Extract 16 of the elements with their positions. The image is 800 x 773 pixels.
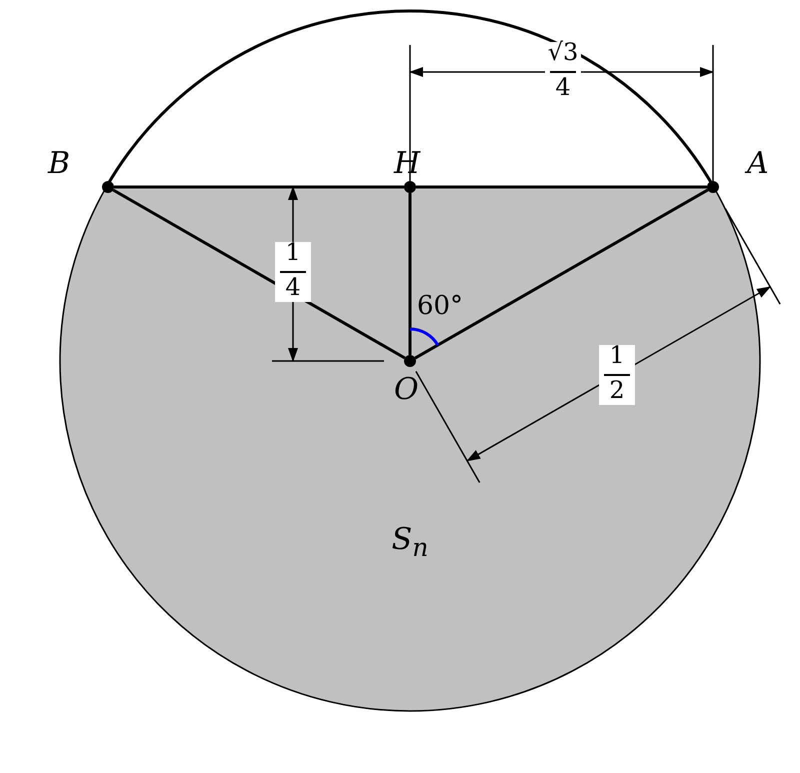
line-segment	[414, 188, 709, 360]
fraction-denominator: 4	[285, 275, 301, 299]
line-segment	[416, 186, 707, 188]
fraction-numerator: √3	[548, 40, 578, 64]
point-label: B	[48, 149, 70, 179]
point-label: A	[747, 149, 769, 179]
line-segment	[114, 186, 404, 188]
point-label: O	[394, 375, 419, 405]
fraction-denominator: 4	[555, 75, 571, 99]
fraction-numerator: 1	[285, 240, 301, 264]
fraction-denominator: 2	[609, 378, 625, 402]
line-segment	[112, 188, 406, 360]
fraction-numerator: 1	[609, 343, 625, 367]
region-label: S$_{n}$	[392, 525, 428, 560]
line-segment	[408, 193, 412, 355]
angle-label: 60°	[416, 293, 464, 319]
